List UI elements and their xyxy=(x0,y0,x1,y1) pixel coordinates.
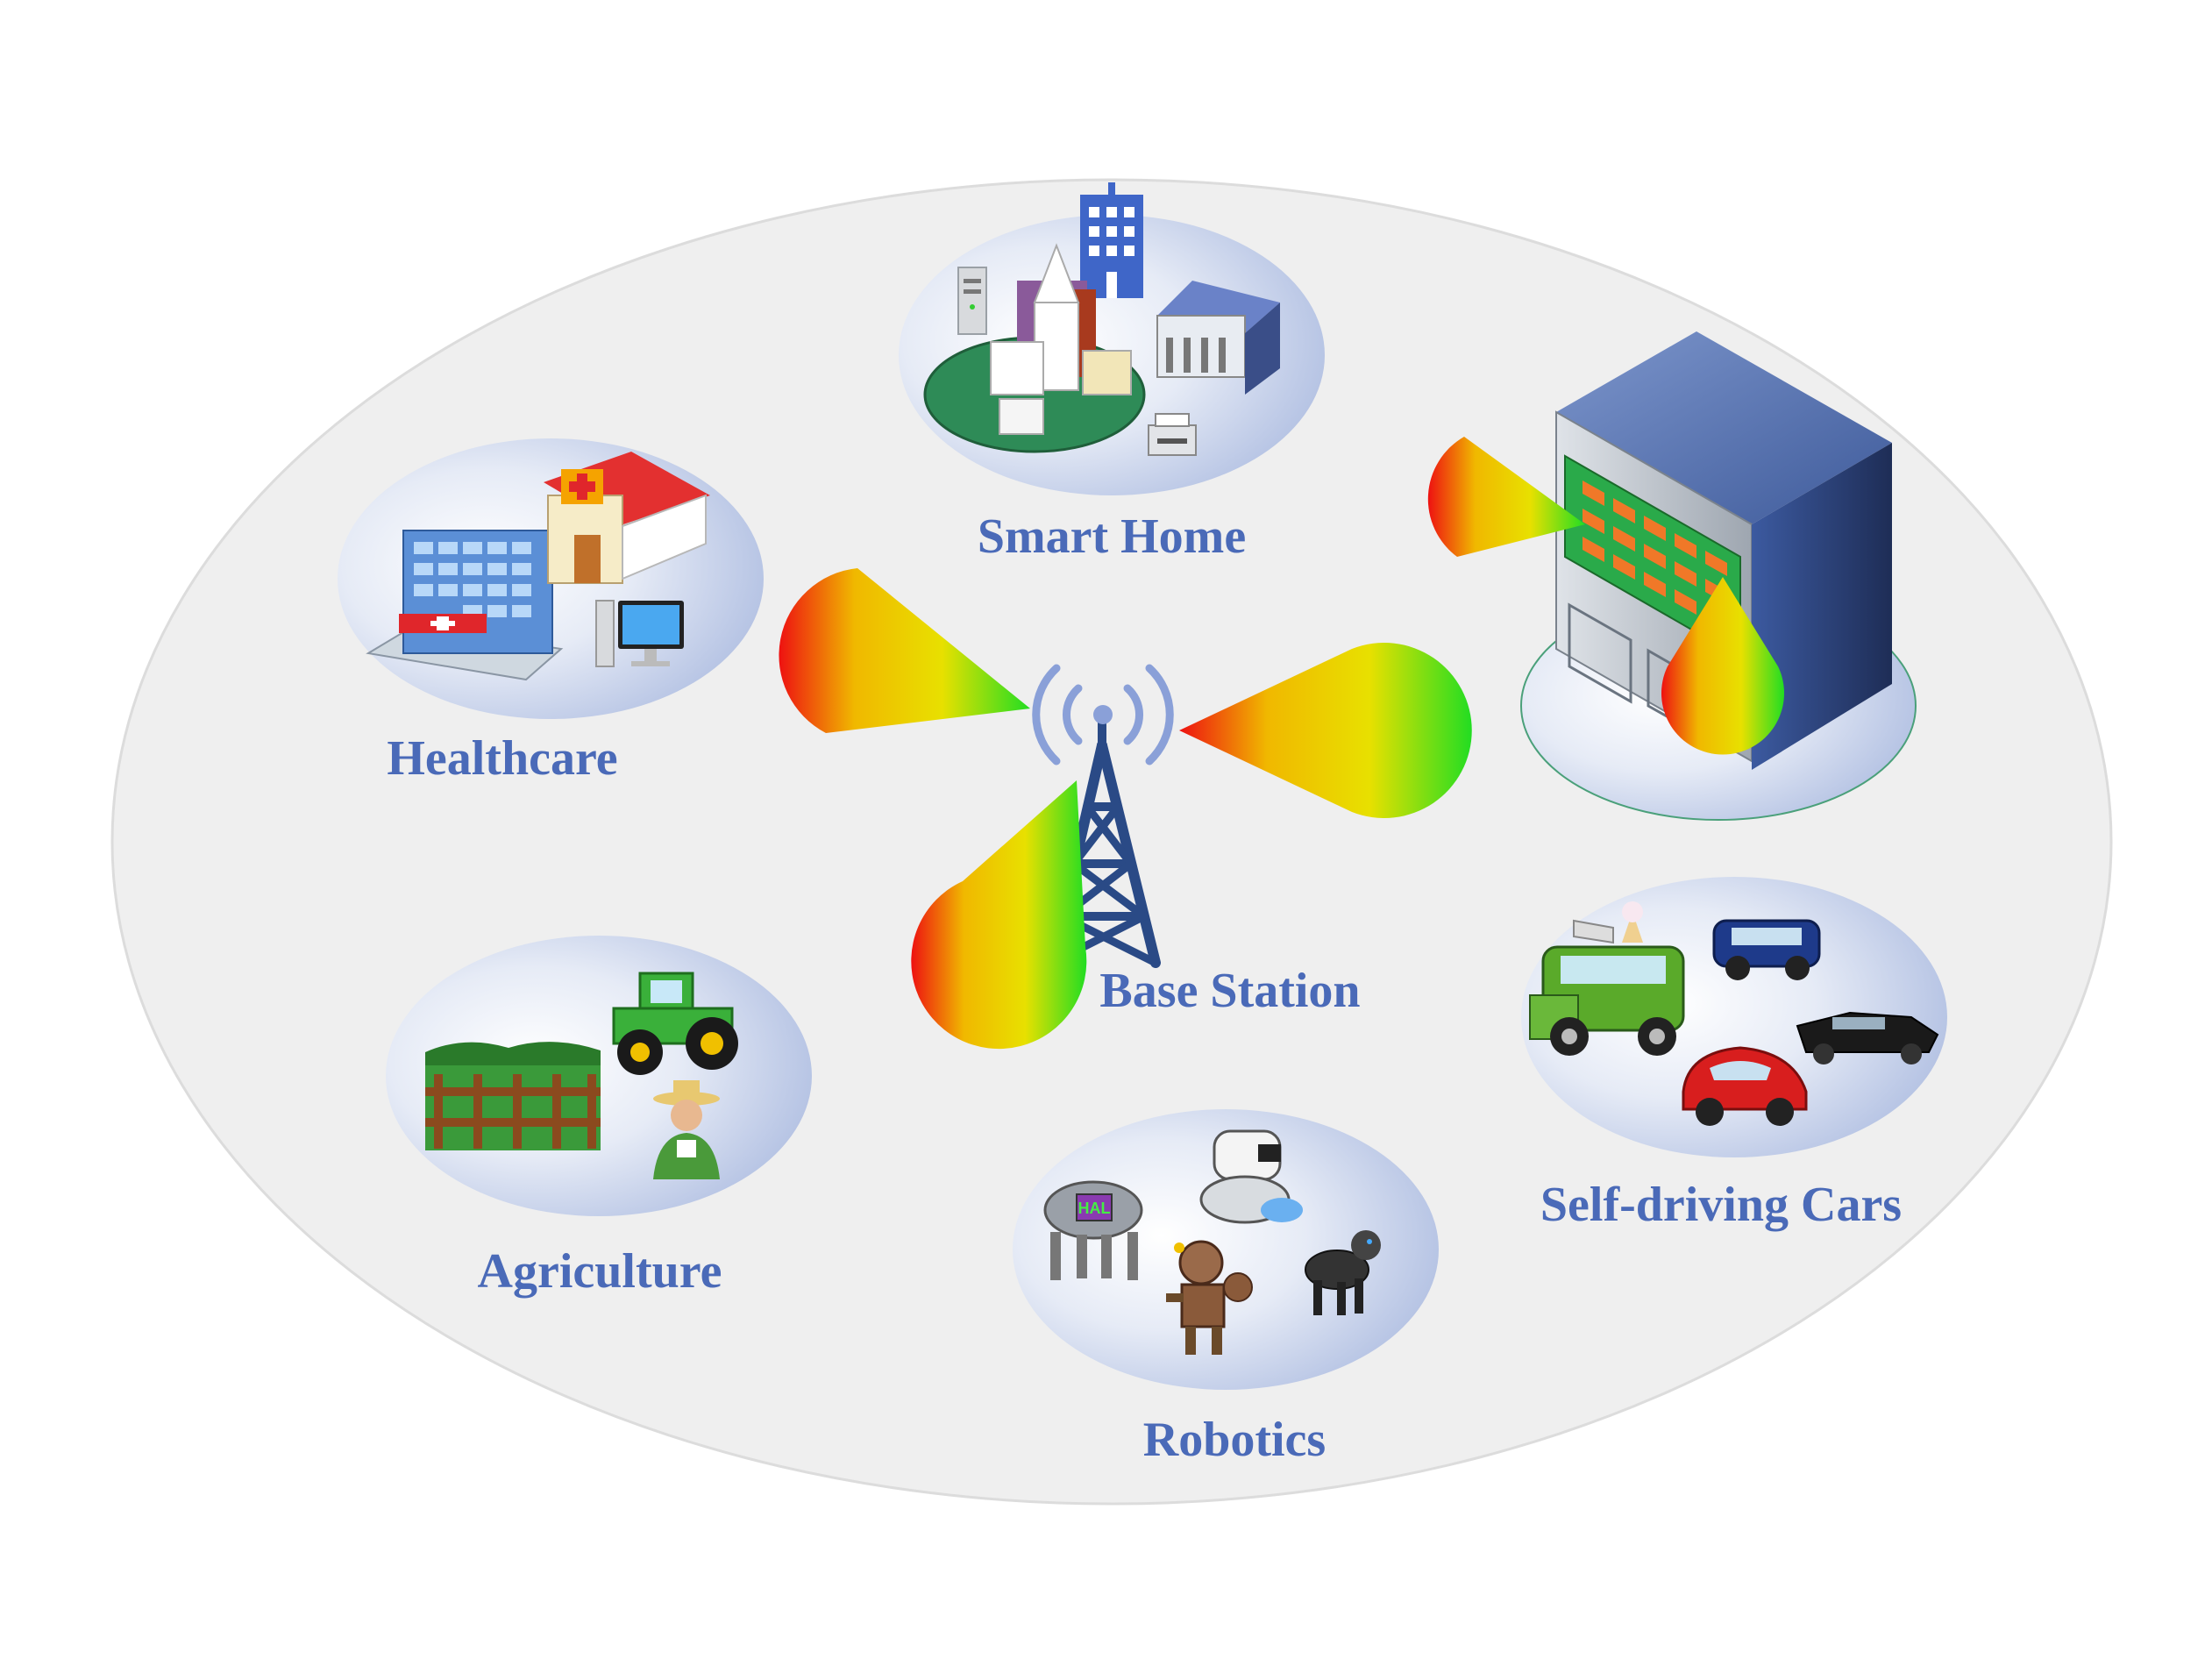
bank-icon xyxy=(1156,281,1280,395)
agriculture-group: Agriculture xyxy=(386,936,812,1299)
robotics-group: HAL Robotics xyxy=(1013,1109,1439,1467)
robotics-bubble xyxy=(1013,1109,1439,1390)
smart-home-group: Smart Home xyxy=(899,182,1325,564)
signal-wave-icon xyxy=(1032,664,1174,765)
clinic-icon xyxy=(544,452,710,584)
self-driving-group: Self-driving Cars xyxy=(1521,877,1947,1232)
town-icon xyxy=(923,243,1146,453)
robot-badge-text: HAL xyxy=(1078,1200,1111,1217)
service-robot-icon xyxy=(1199,1129,1303,1224)
walker-robot-icon: HAL xyxy=(1043,1180,1143,1280)
computer-monitor-icon xyxy=(595,600,684,667)
healthcare-group: Healthcare xyxy=(338,438,764,786)
tall-building-icon xyxy=(1080,182,1143,298)
beam-to-agriculture xyxy=(911,780,1087,1050)
robot-dog-icon xyxy=(1305,1230,1381,1315)
smart-home-label: Smart Home xyxy=(978,509,1246,564)
self-driving-label: Self-driving Cars xyxy=(1540,1178,1902,1232)
building-side xyxy=(1752,443,1892,770)
printer-icon xyxy=(1148,413,1197,456)
base-station-label: Base Station xyxy=(1099,964,1360,1018)
blue-mini-car-icon xyxy=(1712,919,1821,980)
farm-field-icon xyxy=(425,1042,601,1150)
beam-to-healthcare xyxy=(779,568,1030,733)
beam-to-self-driving xyxy=(1179,643,1472,818)
hospital-icon xyxy=(366,530,564,681)
black-limousine-icon xyxy=(1796,1011,1939,1064)
beam-to-building-left xyxy=(1427,437,1585,557)
green-truck-icon xyxy=(1529,901,1685,1056)
robotics-label: Robotics xyxy=(1143,1413,1326,1467)
building-roof xyxy=(1556,331,1892,524)
red-beetle-icon xyxy=(1682,1046,1808,1126)
farmer-icon xyxy=(653,1080,720,1179)
server-icon xyxy=(957,267,987,335)
healthcare-label: Healthcare xyxy=(387,731,617,786)
tractor-icon xyxy=(612,972,738,1075)
agriculture-label: Agriculture xyxy=(478,1244,722,1299)
beam-to-building-down xyxy=(1661,577,1785,755)
rusty-robot-icon xyxy=(1166,1240,1253,1355)
